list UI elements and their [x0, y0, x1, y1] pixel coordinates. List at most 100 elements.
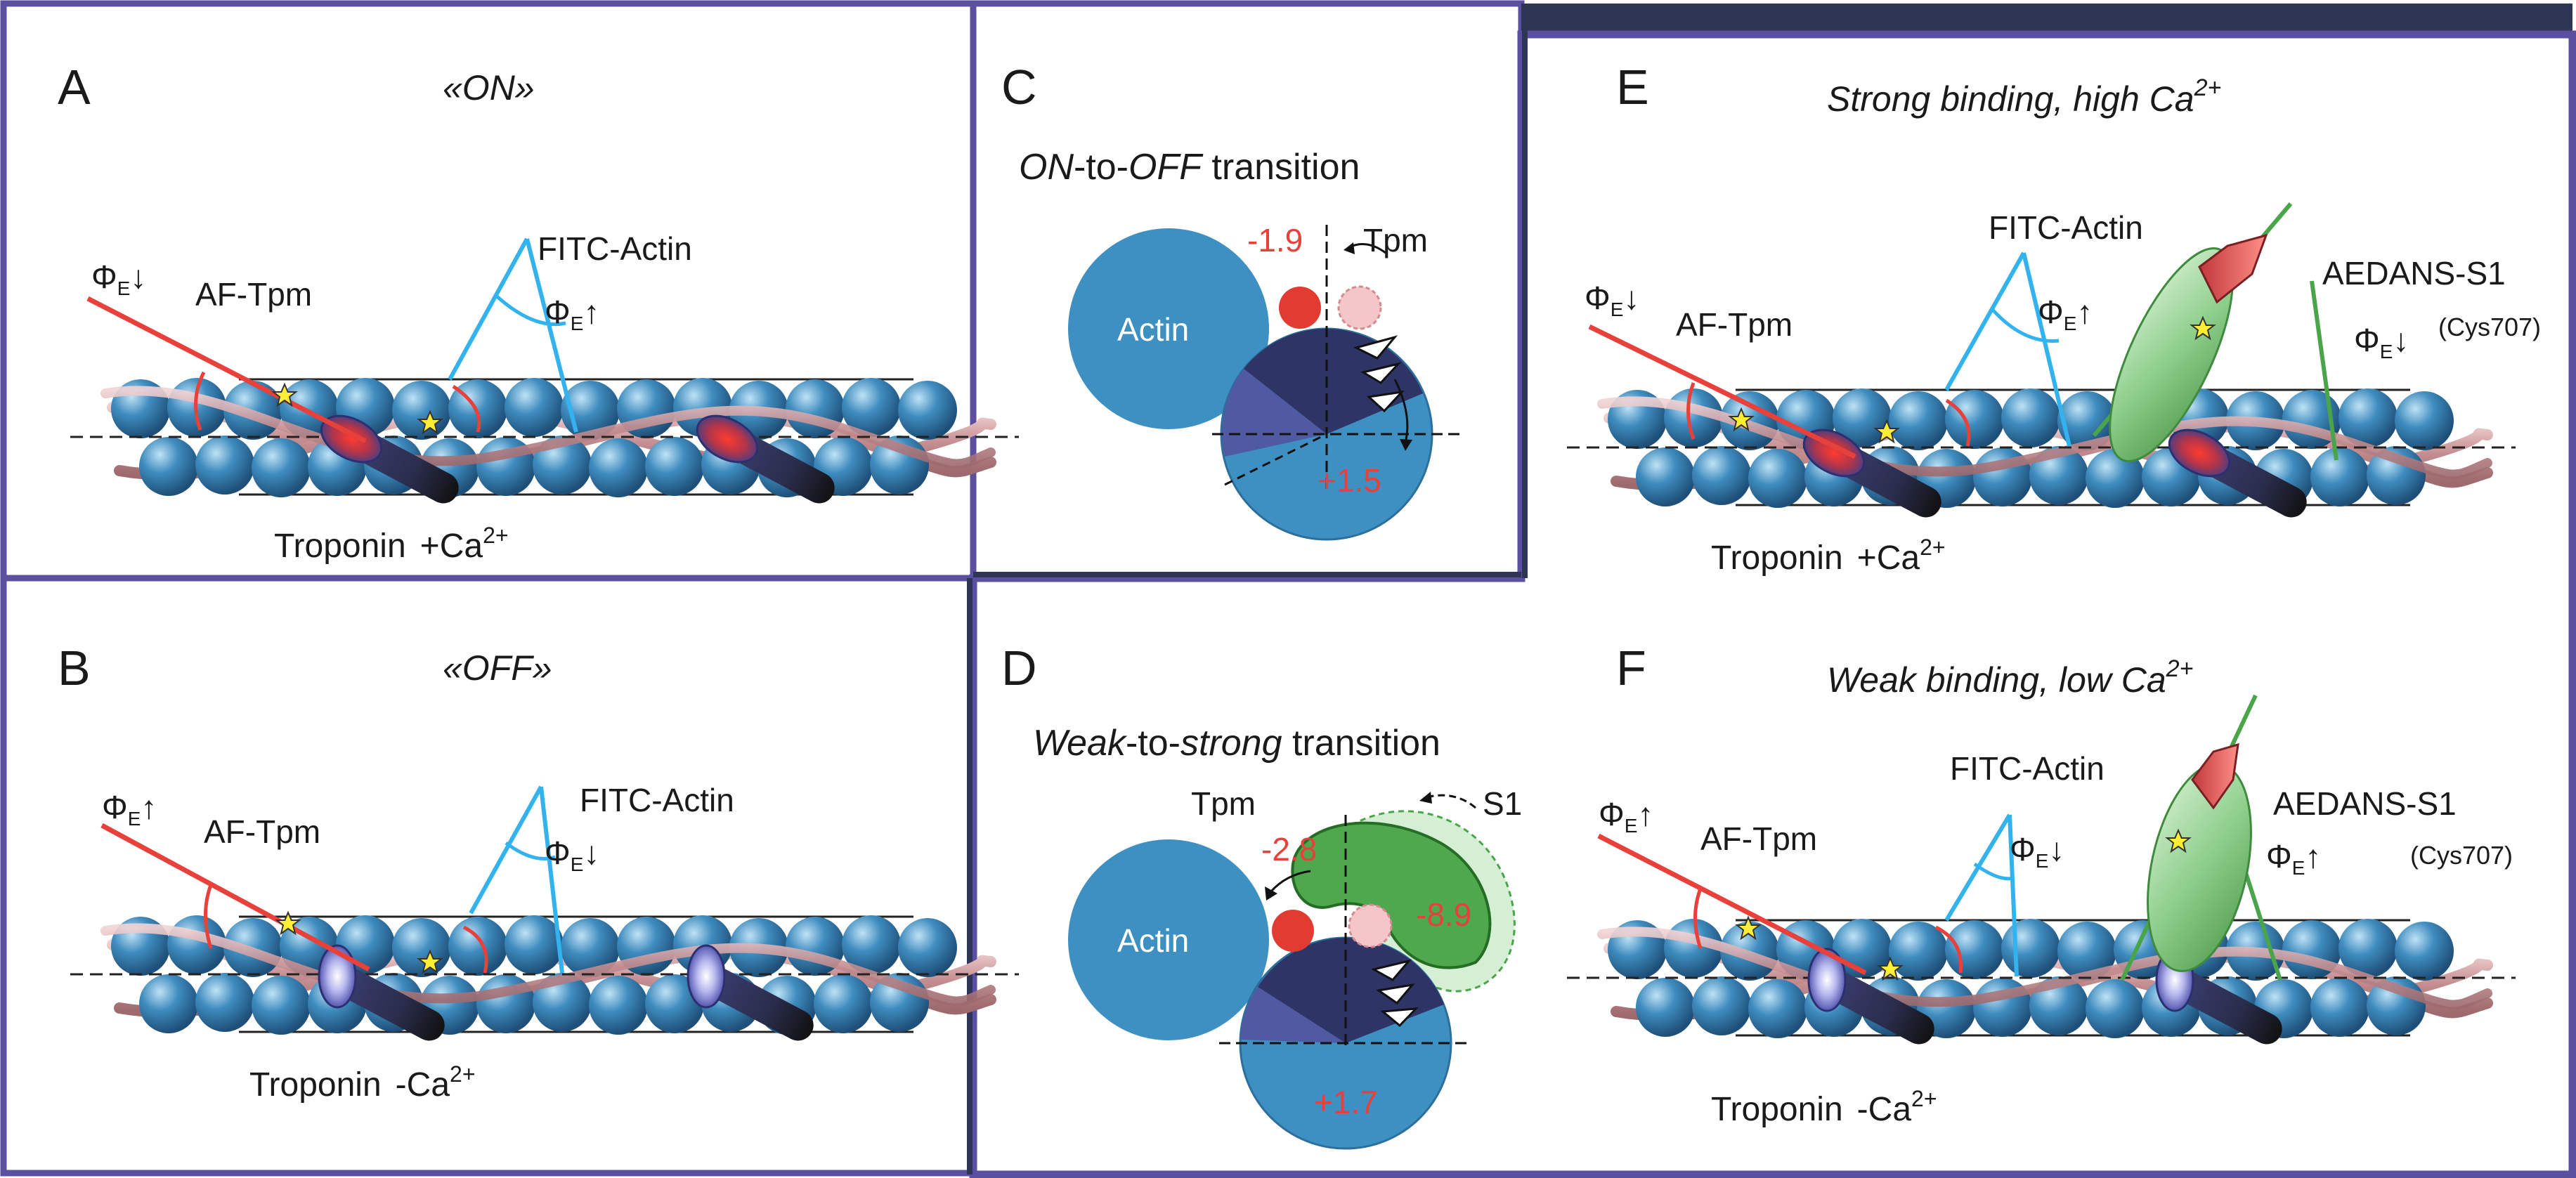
troponin-label: Troponin+Ca2+ — [1711, 535, 1946, 577]
s1-lever — [2191, 742, 2239, 810]
af-probe-line — [100, 823, 370, 972]
ratchet-teeth — [1353, 335, 1405, 413]
s1-move-arrow — [1426, 794, 1476, 809]
rotation-arrow — [1393, 379, 1409, 443]
panel-letter: A — [58, 60, 91, 114]
wedge-sector — [1258, 938, 1346, 1043]
angle-arc — [505, 841, 556, 860]
angle-arc — [194, 371, 206, 431]
arrowhead — [1344, 242, 1355, 254]
s1-value: -8.9 — [1416, 896, 1471, 933]
fitc-phi-label: ΦE↓ — [2010, 831, 2064, 872]
panel-b: B «OFF» ΦE↑ AF-Tpm FITC-Actin ΦE↓ Tropon… — [58, 641, 1019, 1104]
actin-filament — [1567, 388, 2516, 508]
af-probe-line — [1597, 833, 1867, 976]
actin-label: Actin — [1117, 922, 1189, 959]
tpm-position — [1279, 287, 1321, 329]
s1-lever — [2198, 233, 2268, 304]
panel-title: Weak binding, low Ca2+ — [1827, 655, 2193, 700]
s1-label: AEDANS-S1 — [2322, 255, 2506, 292]
af-tpm-label: AF-Tpm — [204, 813, 320, 850]
angle-arc — [1945, 398, 1971, 447]
tpm-position-ghost — [1348, 903, 1393, 948]
fitc-phi-label: ΦE↑ — [545, 294, 599, 334]
troponin-label: Troponin-Ca2+ — [1711, 1086, 1937, 1128]
panel-f: F Weak binding, low Ca2+ ΦE↑ AF-Tpm FITC… — [1567, 641, 2516, 1128]
ratchet-teeth — [1370, 959, 1419, 1028]
panel-letter: F — [1616, 641, 1646, 695]
af-phi-label: ΦE↓ — [1585, 280, 1639, 320]
af-probe-line — [86, 296, 367, 444]
s1-head — [2109, 247, 2234, 463]
af-probe-line — [1588, 324, 1856, 459]
s1-cys-label: (Cys707) — [2438, 313, 2541, 341]
arrowhead — [1265, 886, 1277, 901]
af-tpm-label: AF-Tpm — [1700, 820, 1817, 857]
panel-letter: C — [1001, 60, 1037, 114]
fitc-phi-label: ΦE↑ — [2038, 294, 2093, 334]
angle-arc — [452, 384, 481, 433]
af-phi-label: ΦE↑ — [102, 789, 157, 830]
tpm-value: -2.8 — [1261, 831, 1317, 868]
angle-arc — [1693, 888, 1703, 949]
tpm-label: Tpm — [1191, 785, 1256, 822]
angle-arc — [1973, 862, 2014, 881]
arrowhead — [1419, 792, 1432, 804]
tpm-position — [1272, 910, 1314, 952]
troponin-label: Troponin-Ca2+ — [249, 1061, 476, 1104]
fitc-probe-line — [469, 785, 564, 974]
actin-filament — [70, 378, 1019, 497]
af-tpm-label: AF-Tpm — [195, 276, 312, 313]
actin-label: Actin — [1117, 311, 1189, 348]
fitc-actin-label: FITC-Actin — [538, 230, 692, 267]
tpm-value: -1.9 — [1247, 222, 1303, 258]
fitc-actin-label: FITC-Actin — [580, 782, 734, 818]
panel-letter: D — [1001, 641, 1037, 695]
panel-title: Strong binding, high Ca2+ — [1827, 74, 2221, 119]
wedge-sector — [1240, 987, 1346, 1043]
s1-cys-label: (Cys707) — [2410, 841, 2513, 870]
panel-letter: B — [58, 641, 91, 695]
af-phi-label: ΦE↓ — [91, 258, 146, 299]
angle-arc — [1934, 925, 1963, 974]
troponin-label: Troponin+Ca2+ — [274, 523, 509, 565]
arrowhead — [1400, 439, 1412, 451]
actin-filament — [70, 915, 1019, 1035]
s1-phi-label: ΦE↑ — [2266, 838, 2321, 879]
s1-head — [1291, 821, 1492, 969]
af-phi-label: ΦE↑ — [1599, 796, 1653, 837]
angle-arc — [1686, 382, 1696, 440]
actin-subunit — [1068, 839, 1269, 1040]
tpm-label: Tpm — [1363, 222, 1428, 258]
fitc-probe-line — [1944, 251, 2071, 447]
panel-e: E Strong binding, high Ca2+ ΦE↓ AF-Tpm F… — [1567, 60, 2541, 577]
panel-title: «ON» — [443, 68, 535, 107]
fitc-phi-label: ΦE↓ — [545, 835, 599, 875]
s1-arrow — [1269, 870, 1311, 893]
wedge-value: +1.5 — [1318, 462, 1381, 499]
s1-label: S1 — [1483, 785, 1522, 822]
axis-line — [1224, 433, 1327, 486]
panel-title: ON-to-OFF transition — [1019, 147, 1360, 188]
af-tpm-label: AF-Tpm — [1676, 306, 1793, 343]
panel-letter: E — [1616, 60, 1649, 114]
angle-arc — [462, 925, 488, 974]
s1-label: AEDANS-S1 — [2273, 785, 2457, 822]
actin-filament — [1567, 919, 2516, 1038]
fitc-actin-label: FITC-Actin — [1950, 750, 2105, 787]
panel-c: C ON-to-OFF transition Actin -1.9 Tpm +1… — [1001, 60, 1462, 541]
wedge-value: +1.7 — [1314, 1084, 1378, 1120]
wedge-sector — [1244, 328, 1327, 434]
fitc-probe-line — [448, 237, 578, 433]
fitc-actin-label: FITC-Actin — [1989, 209, 2143, 246]
panel-a: A «ON» ΦE↓ AF-Tpm FITC-Actin ΦE↑ Troponi… — [58, 60, 1019, 565]
angle-arc — [494, 294, 566, 327]
tpm-position-ghost — [1337, 285, 1382, 330]
angle-arc — [204, 884, 213, 949]
actin-subunit — [1068, 228, 1269, 429]
wedge-sector — [1327, 329, 1423, 434]
panel-title: Weak-to-strong transition — [1033, 723, 1440, 764]
panel-title: «OFF» — [443, 648, 552, 688]
